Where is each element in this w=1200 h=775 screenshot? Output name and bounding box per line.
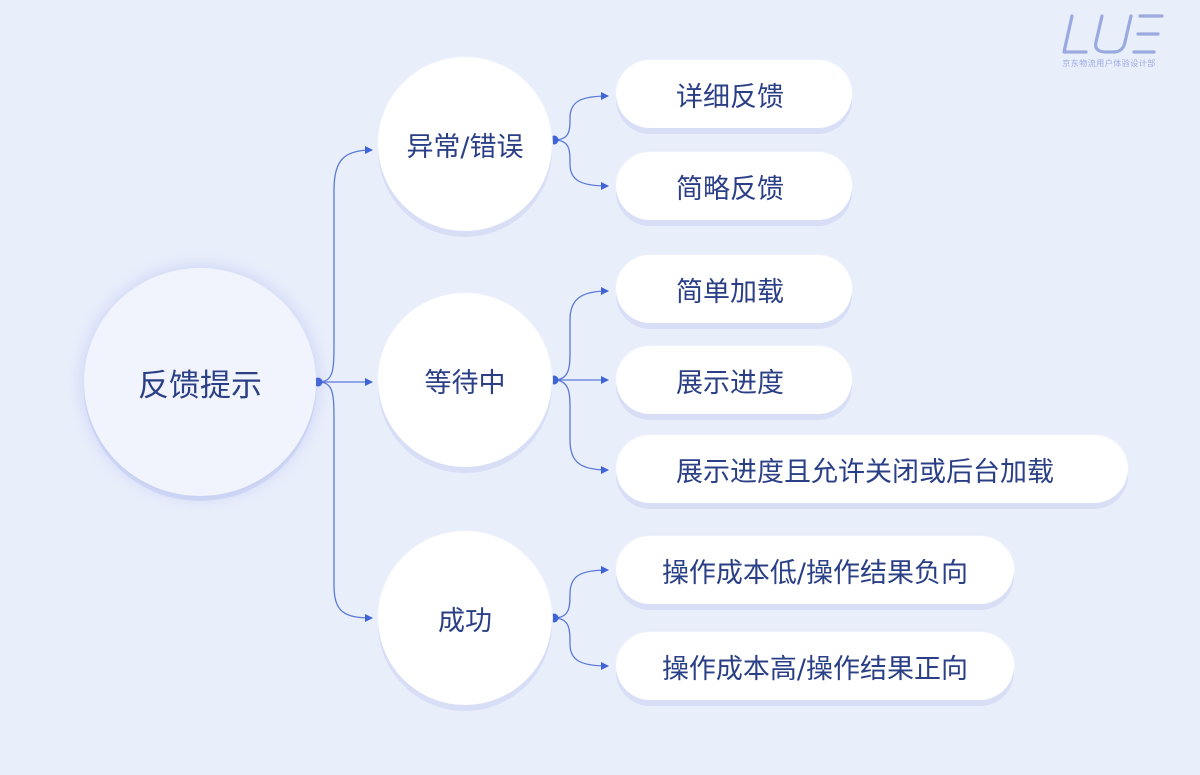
logo: 京东物流用户体验设计部 [1054,12,1164,69]
root-label: 反馈提示 [138,367,262,404]
connector-b3-c1 [553,566,609,619]
leaf-node: 简略反馈 [616,152,852,220]
connector-b2-c1 [553,287,609,381]
branch-label: 成功 [438,605,492,637]
leaf-label: 简单加载 [676,276,784,308]
leaf-label: 操作成本高/操作结果正向 [661,653,969,685]
leaf-label: 详细反馈 [676,81,784,113]
leaf-node: 简单加载 [616,255,852,323]
leaf-label: 简略反馈 [676,173,784,205]
root-node: 反馈提示 [84,268,316,496]
connector-b1-c2 [553,139,609,190]
connector-b1-c1 [553,92,609,141]
leaf-node: 详细反馈 [616,60,852,128]
leaf-node: 展示进度且允许关闭或后台加载 [616,435,1128,503]
branch-label: 异常/错误 [406,131,524,163]
leaf-label: 展示进度且允许关闭或后台加载 [676,456,1054,488]
leaf-node: 操作成本低/操作结果负向 [616,536,1014,604]
connector-b3-c2 [553,617,609,670]
leaf-node: 操作成本高/操作结果正向 [616,632,1014,700]
connector-b2-c3 [553,379,609,474]
lue-logo-mark [1062,14,1164,54]
branch-node-error: 异常/错误 [378,57,552,231]
branch-node-success: 成功 [378,531,552,705]
branch-node-waiting: 等待中 [378,293,552,467]
connector-root-branch-3 [317,381,373,622]
branch-label: 等待中 [424,367,506,399]
logo-subtitle: 京东物流用户体验设计部 [1062,59,1156,68]
leaf-label: 操作成本低/操作结果负向 [661,557,969,589]
leaf-node: 展示进度 [616,346,852,414]
leaf-label: 展示进度 [676,367,784,399]
connector-root-branch-1 [317,146,373,383]
